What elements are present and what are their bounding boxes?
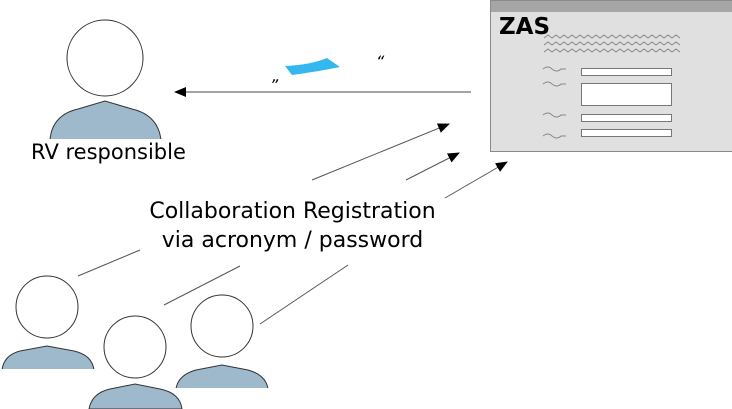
rv-responsible-label: RV responsible	[31, 140, 186, 164]
collaboration-label-line2: via acronym / password	[161, 228, 424, 253]
form-field-2[interactable]	[581, 83, 672, 106]
collaborator-person-icon-3	[174, 294, 270, 391]
registration-arrow-3	[444, 161, 508, 199]
collaborator-person-icon-2	[88, 315, 183, 409]
rv-person-icon	[49, 19, 163, 142]
connector-line-1	[77, 249, 141, 277]
form-field-1[interactable]	[581, 68, 672, 76]
form-field-3[interactable]	[581, 114, 672, 122]
message-envelope-icon	[285, 58, 340, 75]
collaboration-label: Collaboration Registration via acronym /…	[120, 197, 465, 255]
wavy-text-lines	[543, 34, 681, 53]
window-titlebar	[491, 1, 732, 12]
registration-arrow-1	[311, 123, 450, 181]
collaboration-label-line1: Collaboration Registration	[149, 199, 436, 224]
zas-title: ZAS	[499, 14, 551, 40]
connector-line-2	[163, 265, 241, 306]
collaborator-person-icon-1	[0, 275, 96, 372]
quote-close: “	[376, 52, 385, 71]
connector-line-3	[259, 264, 349, 325]
registration-arrow-2	[405, 152, 460, 181]
field-labels	[542, 66, 566, 139]
zas-window	[490, 0, 732, 152]
quote-open: „	[272, 66, 281, 85]
form-field-4[interactable]	[581, 129, 672, 137]
